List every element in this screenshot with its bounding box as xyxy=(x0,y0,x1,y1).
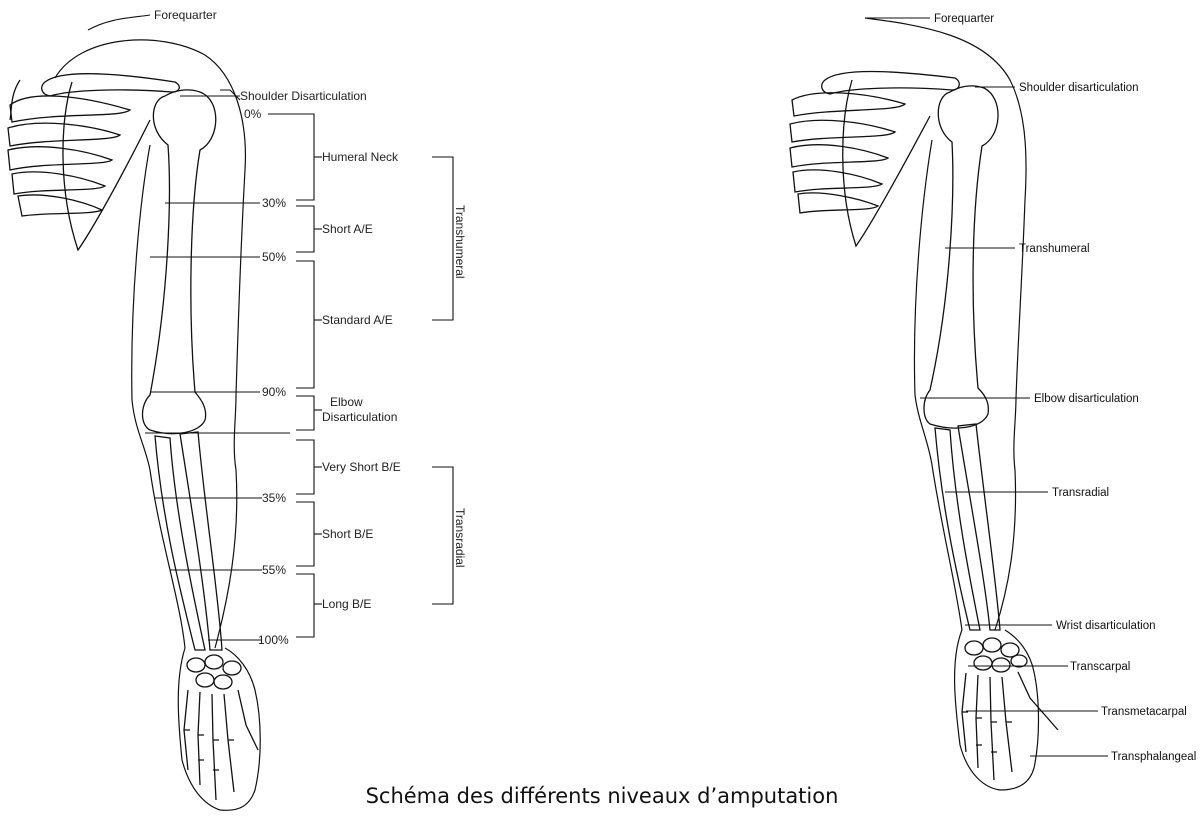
right-label-wrist-disarticulation: Wrist disarticulation xyxy=(1056,620,1156,632)
left-scapula xyxy=(63,82,150,250)
right-label-transcarpal: Transcarpal xyxy=(1070,661,1130,673)
left-humerus xyxy=(143,90,216,434)
left-clavicle xyxy=(42,74,180,96)
left-label-transhumeral: Transhumeral xyxy=(453,205,467,279)
right-label-transmetacarpal: Transmetacarpal xyxy=(1101,706,1187,718)
left-label-shoulder-disarticulation: Shoulder Disarticulation xyxy=(240,89,367,103)
right-arm-outline xyxy=(914,140,962,630)
left-brackets xyxy=(268,114,322,637)
figure-caption: Schéma des différents niveaux d’amputati… xyxy=(0,784,1204,808)
left-label-short-ae: Short A/E xyxy=(322,222,373,236)
left-label-very-short-be: Very Short B/E xyxy=(322,460,401,474)
right-scapula xyxy=(843,80,930,246)
left-ribs xyxy=(8,80,130,216)
left-label-short-be: Short B/E xyxy=(322,527,373,541)
left-label-humeral-neck: Humeral Neck xyxy=(322,150,399,164)
right-ulna xyxy=(958,424,1000,630)
right-clavicle xyxy=(822,72,960,95)
right-hand xyxy=(955,630,1058,790)
left-label-long-be: Long B/E xyxy=(322,597,371,611)
right-label-shoulder-disarticulation: Shoulder disarticulation xyxy=(1019,82,1139,94)
right-label-forequarter: Forequarter xyxy=(934,13,994,25)
right-arm-illustration xyxy=(790,18,1058,790)
right-ribs xyxy=(790,93,905,213)
left-arm-illustration xyxy=(8,40,290,810)
left-label-disarticulation: Disarticulation xyxy=(322,410,397,424)
transhumeral-bracket xyxy=(432,157,453,320)
right-humerus xyxy=(924,86,998,428)
left-label-transradial: Transradial xyxy=(453,508,467,568)
left-label-standard-ae: Standard A/E xyxy=(322,313,393,327)
left-percent-90: 90% xyxy=(262,385,286,399)
left-shoulder-outline xyxy=(55,40,245,170)
right-label-transhumeral: Transhumeral xyxy=(1019,243,1090,255)
left-percent-55: 55% xyxy=(262,563,286,577)
right-label-transradial: Transradial xyxy=(1052,487,1109,499)
left-label-forequarter: Forequarter xyxy=(154,8,217,22)
right-shoulder-outline xyxy=(865,18,1026,200)
right-label-elbow-disarticulation: Elbow disarticulation xyxy=(1034,393,1139,405)
transradial-bracket xyxy=(432,467,453,604)
left-label-elbow: Elbow xyxy=(330,395,363,409)
left-percent-0: 0% xyxy=(244,107,262,121)
left-percent-100: 100% xyxy=(258,633,289,647)
left-labels: Forequarter Shoulder Disarticulation 0% … xyxy=(88,8,467,647)
left-percent-35: 35% xyxy=(262,491,286,505)
left-percent-50: 50% xyxy=(262,250,286,264)
right-label-transphalangeal: Transphalangeal xyxy=(1111,751,1196,763)
left-percent-30: 30% xyxy=(262,196,286,210)
